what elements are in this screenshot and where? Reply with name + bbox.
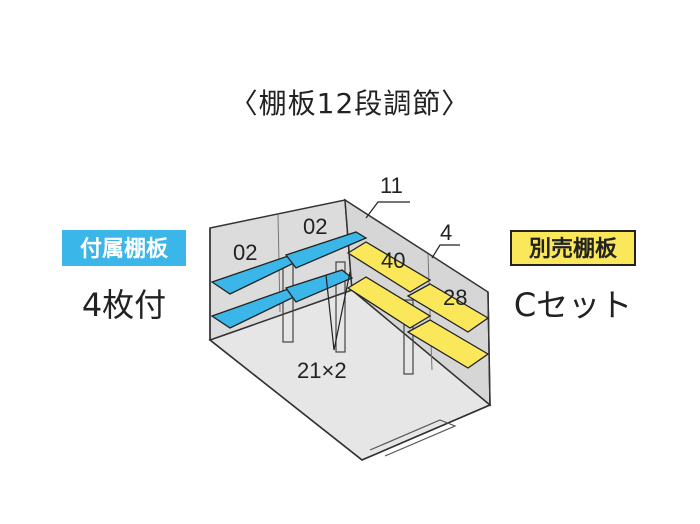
label-40: 40 (381, 248, 405, 273)
leader-line-4 (431, 244, 460, 259)
included-shelves-badge: 付属棚板 (62, 230, 186, 266)
shelf-post (335, 261, 346, 353)
optional-shelf (346, 241, 432, 293)
label-28: 28 (443, 285, 467, 310)
included-shelf (284, 231, 368, 269)
optional-shelves-badge: 別売棚板 (510, 230, 636, 266)
included-shelf (284, 269, 354, 303)
label-02-left: 02 (233, 240, 257, 265)
page-title: 〈棚板12段調節〉 (229, 87, 471, 120)
optional-shelf (406, 283, 490, 333)
leader-line-21x2 (325, 274, 335, 351)
shelf-post (403, 299, 414, 375)
panel-line (427, 253, 433, 371)
label-21x2: 21×2 (297, 358, 347, 383)
optional-shelf (406, 319, 490, 369)
door-sill (369, 419, 457, 457)
included-shelves-count: 4枚付 (81, 286, 167, 324)
label-02-right: 02 (303, 214, 327, 239)
leader-line-21x2 (333, 271, 351, 351)
optional-shelves-set: Cセット (513, 286, 633, 324)
leader-line-11 (365, 201, 410, 219)
label-4: 4 (440, 220, 452, 245)
label-11: 11 (380, 173, 403, 198)
shed-front-edge (209, 228, 491, 461)
optional-shelf (346, 276, 432, 329)
